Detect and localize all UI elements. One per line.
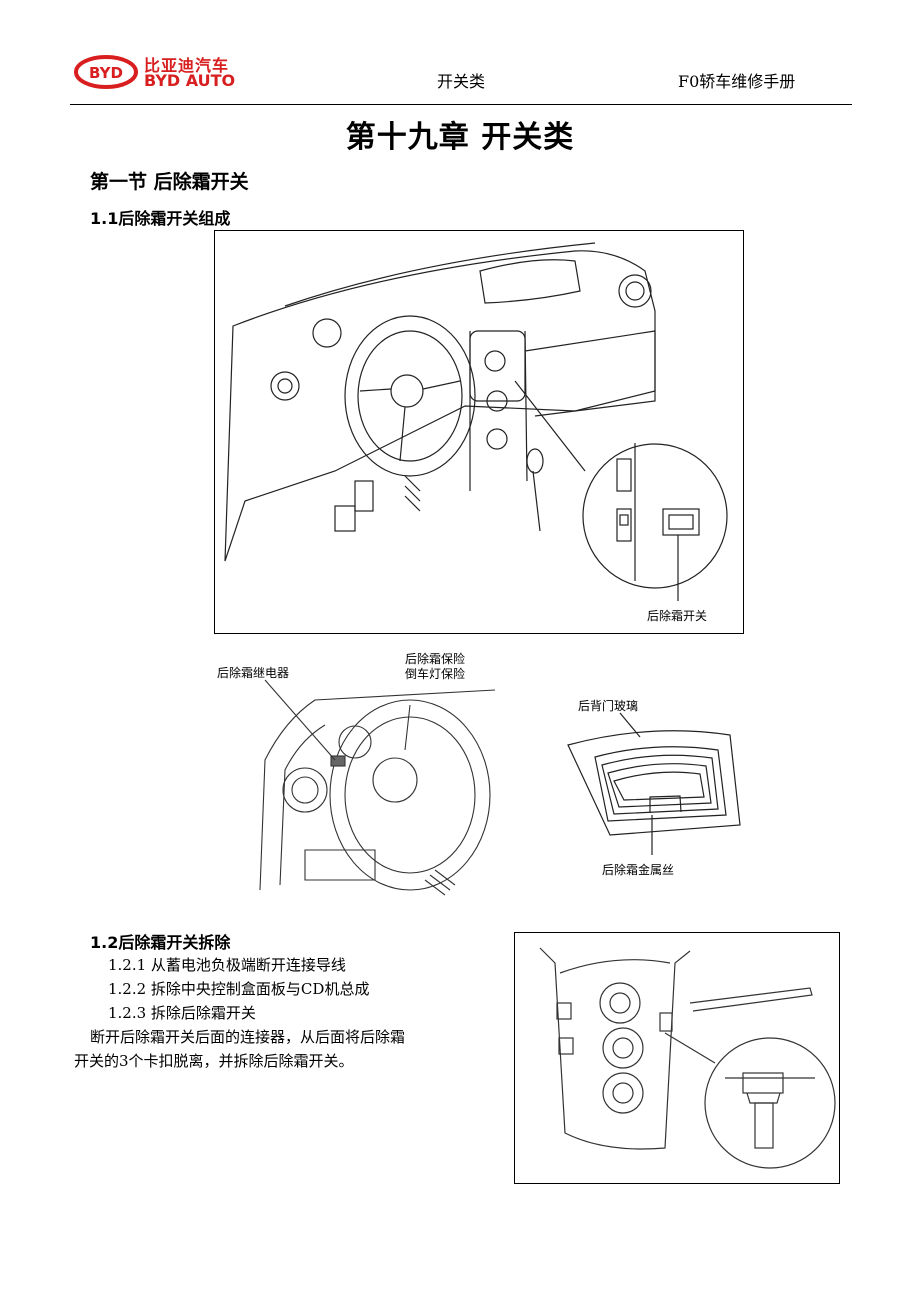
logo-en: BYD AUTO [144, 71, 236, 90]
logo-mark-text: BYD [89, 64, 123, 82]
figure-relay-fuse: 后除霜继电器 后除霜保险 倒车灯保险 [217, 650, 525, 912]
section-title: 第一节 后除霜开关 [90, 171, 249, 193]
paragraph-line-2: 开关的3个卡扣脱离，并拆除后除霜开关。 [74, 1052, 354, 1070]
step-2: 1.2.2 拆除中央控制盒面板与CD机总成 [108, 980, 370, 998]
label-rear-door-glass: 后背门玻璃 [578, 699, 639, 713]
brand-logo: BYD 比亚迪汽车 BYD AUTO [74, 52, 254, 92]
label-rear-defrost-fuse: 后除霜保险 [405, 652, 466, 666]
figure-rear-glass: 后背门玻璃 后除霜金属丝 [560, 695, 750, 880]
label-rear-defrost-wire: 后除霜金属丝 [602, 863, 675, 877]
paragraph-line-1: 断开后除霜开关后面的连接器，从后面将后除霜 [90, 1028, 406, 1046]
dashboard-illustration [224, 242, 728, 601]
label-rear-defrost-relay: 后除霜继电器 [217, 666, 290, 680]
step-3: 1.2.3 拆除后除霜开关 [108, 1004, 256, 1022]
figure-dashboard: 后除霜开关 [214, 230, 744, 634]
subsection-1-title: 1.1后除霜开关组成 [90, 209, 231, 228]
logo-cn: 比亚迪汽车 [144, 56, 230, 75]
subsection-2-title: 1.2后除霜开关拆除 [90, 933, 231, 952]
header-divider [70, 104, 852, 105]
relay-fuse-illustration [259, 679, 496, 896]
console-removal-illustration [539, 947, 836, 1169]
step-1: 1.2.1 从蓄电池负极端断开连接导线 [108, 956, 346, 974]
callout-rear-defrost-switch: 后除霜开关 [647, 609, 708, 623]
byd-logo-icon: BYD [74, 55, 138, 89]
label-reverse-light-fuse: 倒车灯保险 [405, 667, 466, 681]
header-manual-title: F0轿车维修手册 [678, 72, 796, 91]
rear-glass-illustration [567, 712, 741, 855]
figure-console-removal [514, 932, 840, 1184]
chapter-title: 第十九章 开关类 [345, 120, 575, 155]
header-center-title: 开关类 [437, 72, 486, 91]
